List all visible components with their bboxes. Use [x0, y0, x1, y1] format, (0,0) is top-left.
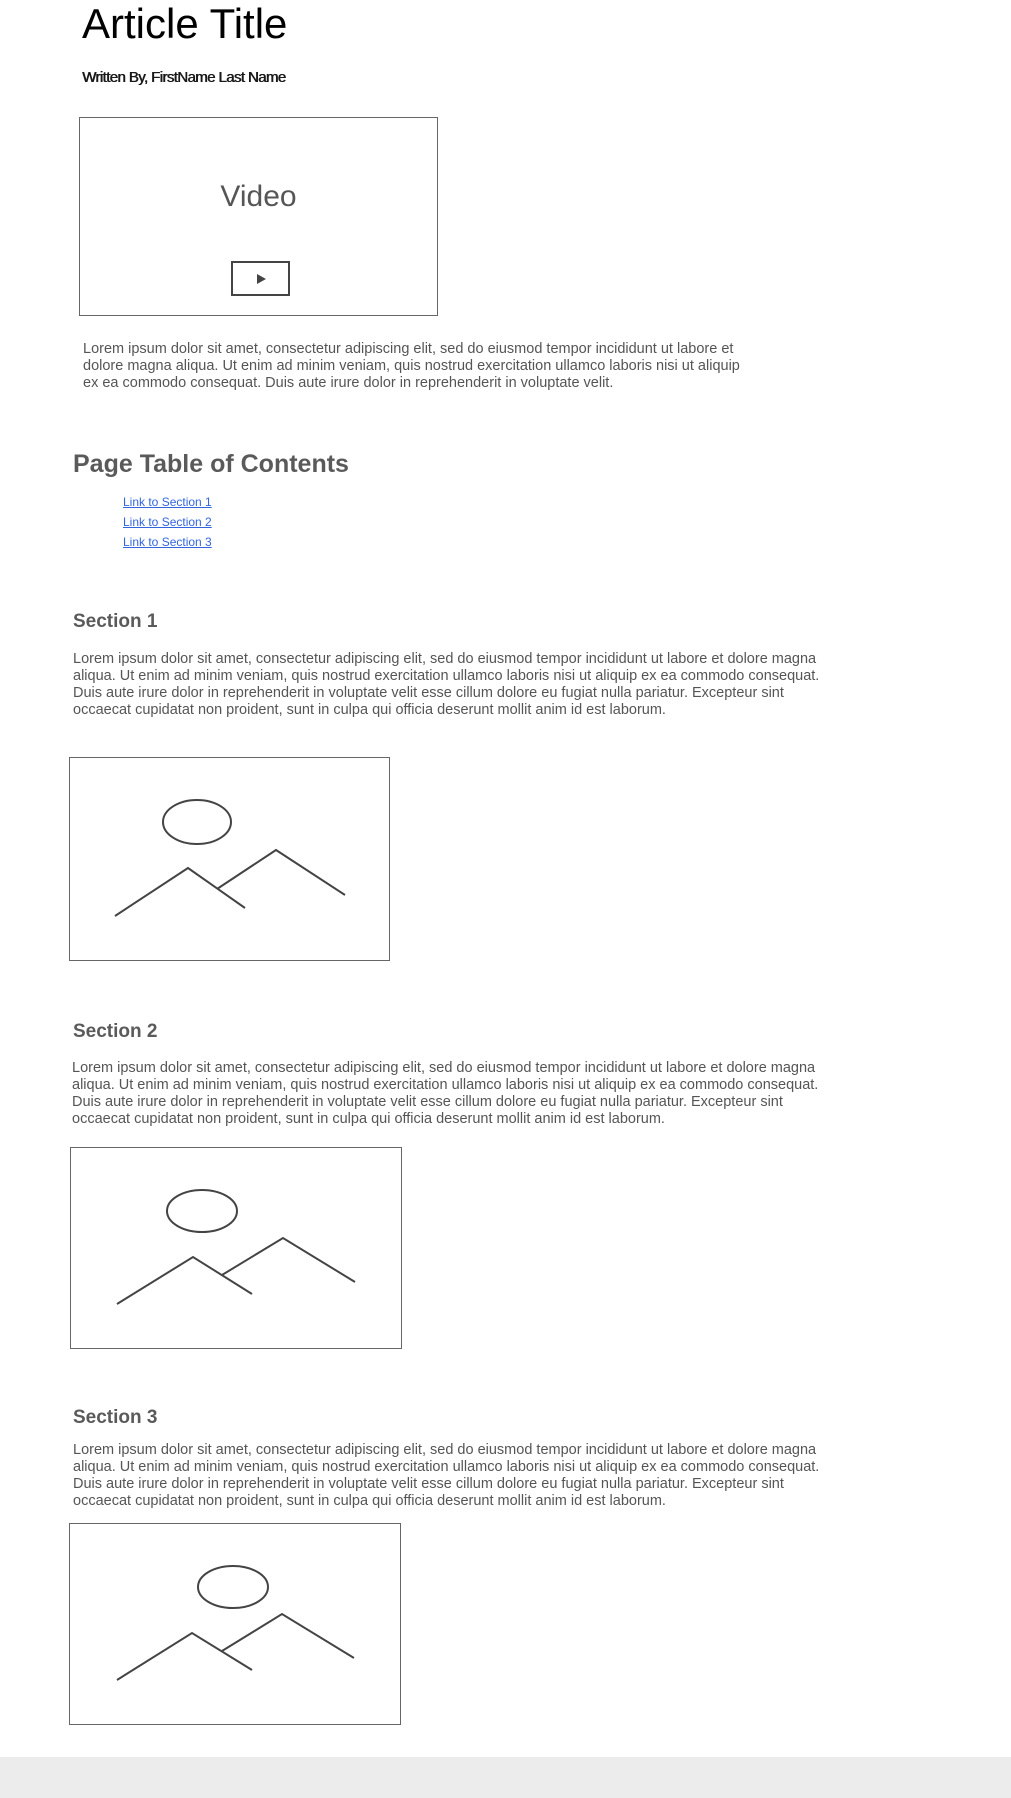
toc-item: Link to Section 2: [123, 514, 212, 534]
video-player[interactable]: Video: [79, 117, 438, 316]
toc-item: Link to Section 3: [123, 534, 212, 554]
toc-heading: Page Table of Contents: [73, 450, 349, 478]
section-1-heading: Section 1: [73, 611, 158, 632]
toc-link-section-3[interactable]: Link to Section 3: [123, 535, 212, 549]
image-placeholder-icon: [116, 1189, 356, 1305]
play-icon: [256, 273, 266, 284]
image-placeholder-icon: [116, 1565, 355, 1681]
section-2-image: [70, 1147, 402, 1349]
section-1-image: [69, 757, 390, 961]
article-byline: Written By, FirstName Last Name: [82, 69, 286, 86]
article-title: Article Title: [82, 0, 288, 47]
toc-list: Link to Section 1 Link to Section 2 Link…: [123, 494, 212, 554]
section-3-body: Lorem ipsum dolor sit amet, consectetur …: [73, 1442, 820, 1509]
video-label: Video: [220, 180, 297, 213]
section-1-body: Lorem ipsum dolor sit amet, consectetur …: [73, 651, 820, 718]
play-button[interactable]: [231, 261, 290, 296]
footer-bar: [0, 1757, 1011, 1798]
toc-link-section-1[interactable]: Link to Section 1: [123, 495, 212, 509]
section-2-heading: Section 2: [73, 1021, 158, 1042]
toc-link-section-2[interactable]: Link to Section 2: [123, 515, 212, 529]
video-caption: Lorem ipsum dolor sit amet, consectetur …: [83, 341, 740, 391]
section-3-image: [69, 1523, 401, 1725]
image-placeholder-icon: [114, 799, 346, 917]
section-2-body: Lorem ipsum dolor sit amet, consectetur …: [72, 1060, 819, 1127]
section-3-heading: Section 3: [73, 1407, 158, 1428]
toc-item: Link to Section 1: [123, 494, 212, 514]
